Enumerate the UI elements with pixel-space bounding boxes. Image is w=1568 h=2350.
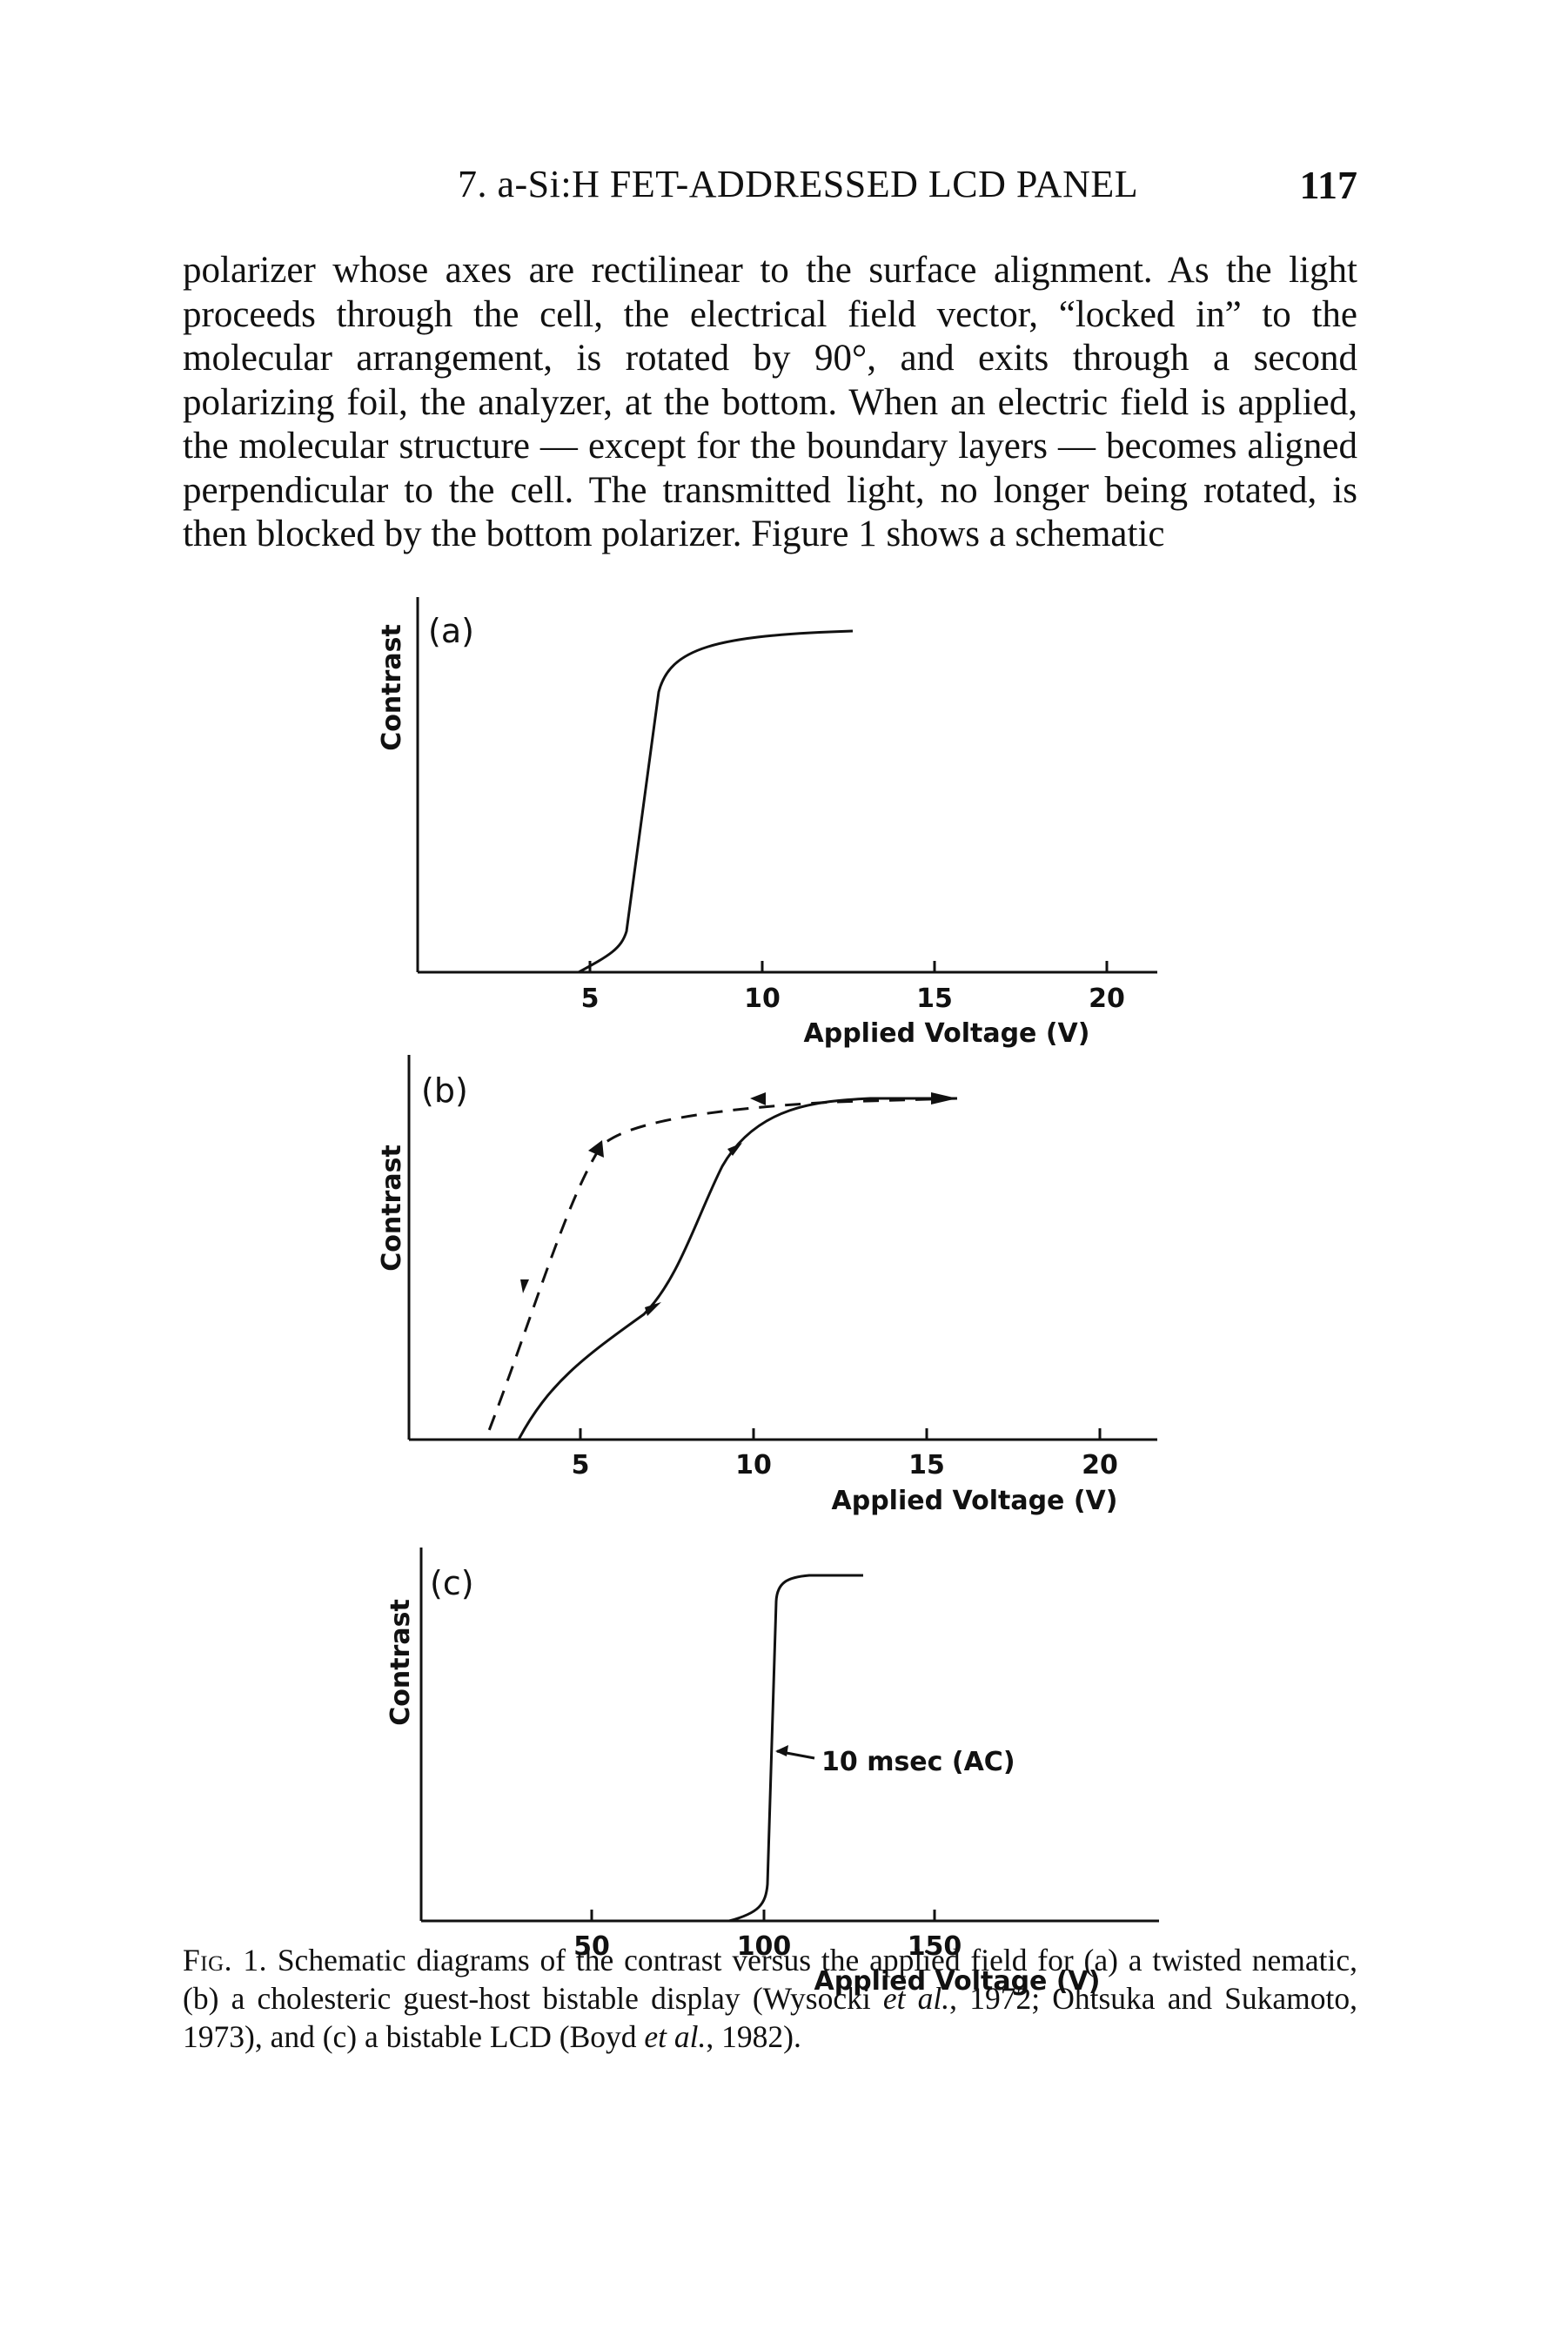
panel-c bbox=[419, 1548, 1159, 1923]
panel-b-curve-increasing bbox=[517, 1097, 957, 1440]
panel-c-annotation-arrow-icon bbox=[775, 1745, 788, 1756]
panel-b-ticklabel-20: 20 bbox=[1082, 1450, 1118, 1480]
panel-a-curve bbox=[578, 629, 854, 974]
panel-a-xlabel: Applied Voltage (V) bbox=[804, 1018, 1090, 1049]
panel-c-annotation-leader bbox=[776, 1749, 815, 1760]
running-head: 7. a-Si:H FET-ADDRESSED LCD PANEL bbox=[458, 163, 1139, 205]
panel-c-label: (c) bbox=[430, 1564, 474, 1602]
panel-b-curve-decreasing bbox=[484, 1097, 958, 1440]
caption-text-1: Schematic diagrams of the contrast versu… bbox=[183, 1943, 1357, 2016]
panel-a-ticklabel-20: 20 bbox=[1089, 984, 1125, 1014]
figure-caption: Fig. 1. Schematic diagrams of the contra… bbox=[183, 1941, 1357, 2056]
panel-a-label: (a) bbox=[428, 612, 474, 650]
panel-b-arrow-down-icon bbox=[520, 1279, 529, 1293]
panel-b-ylabel: Contrast bbox=[377, 1145, 407, 1272]
caption-text-2: , 1972; Ohtsuka and Sukamoto, 1973), and… bbox=[183, 1981, 1358, 2054]
caption-et-al-1: et al. bbox=[882, 1981, 950, 2016]
caption-et-al-2: et al. bbox=[644, 2019, 707, 2054]
panel-b-arrow-upper-left-icon bbox=[588, 1140, 604, 1158]
caption-text-3: , 1982). bbox=[706, 2019, 801, 2054]
panel-b-label: (b) bbox=[421, 1071, 468, 1110]
panel-b bbox=[407, 1055, 1157, 1441]
panel-b-arrow-up-icon bbox=[727, 1143, 742, 1156]
panel-c-annotation: 10 msec (AC) bbox=[821, 1747, 1015, 1777]
page-header: 7. a-Si:H FET-ADDRESSED LCD PANEL 117 bbox=[183, 162, 1357, 214]
body-paragraph: polarizer whose axes are rectilinear to … bbox=[183, 250, 1357, 554]
panel-a-ticklabel-10: 10 bbox=[744, 984, 781, 1014]
panel-c-ylabel: Contrast bbox=[385, 1599, 416, 1726]
panel-b-arrow-right-icon bbox=[931, 1092, 957, 1104]
caption-label: Fig. 1. bbox=[183, 1943, 267, 1977]
panel-b-arrow-left-icon bbox=[750, 1092, 766, 1105]
panel-a bbox=[416, 597, 1157, 974]
panel-b-arrow-mid-icon bbox=[645, 1302, 661, 1316]
panel-b-ticklabel-5: 5 bbox=[572, 1450, 590, 1480]
page-number: 117 bbox=[1299, 163, 1357, 207]
panel-a-ylabel: Contrast bbox=[377, 624, 407, 751]
panel-b-ticklabel-10: 10 bbox=[735, 1450, 772, 1480]
panel-b-ticklabel-15: 15 bbox=[908, 1450, 945, 1480]
panel-a-ticklabel-5: 5 bbox=[581, 984, 600, 1014]
panel-c-curve bbox=[728, 1574, 863, 1923]
panel-a-ticklabel-15: 15 bbox=[916, 984, 953, 1014]
panel-b-xlabel: Applied Voltage (V) bbox=[832, 1486, 1118, 1516]
